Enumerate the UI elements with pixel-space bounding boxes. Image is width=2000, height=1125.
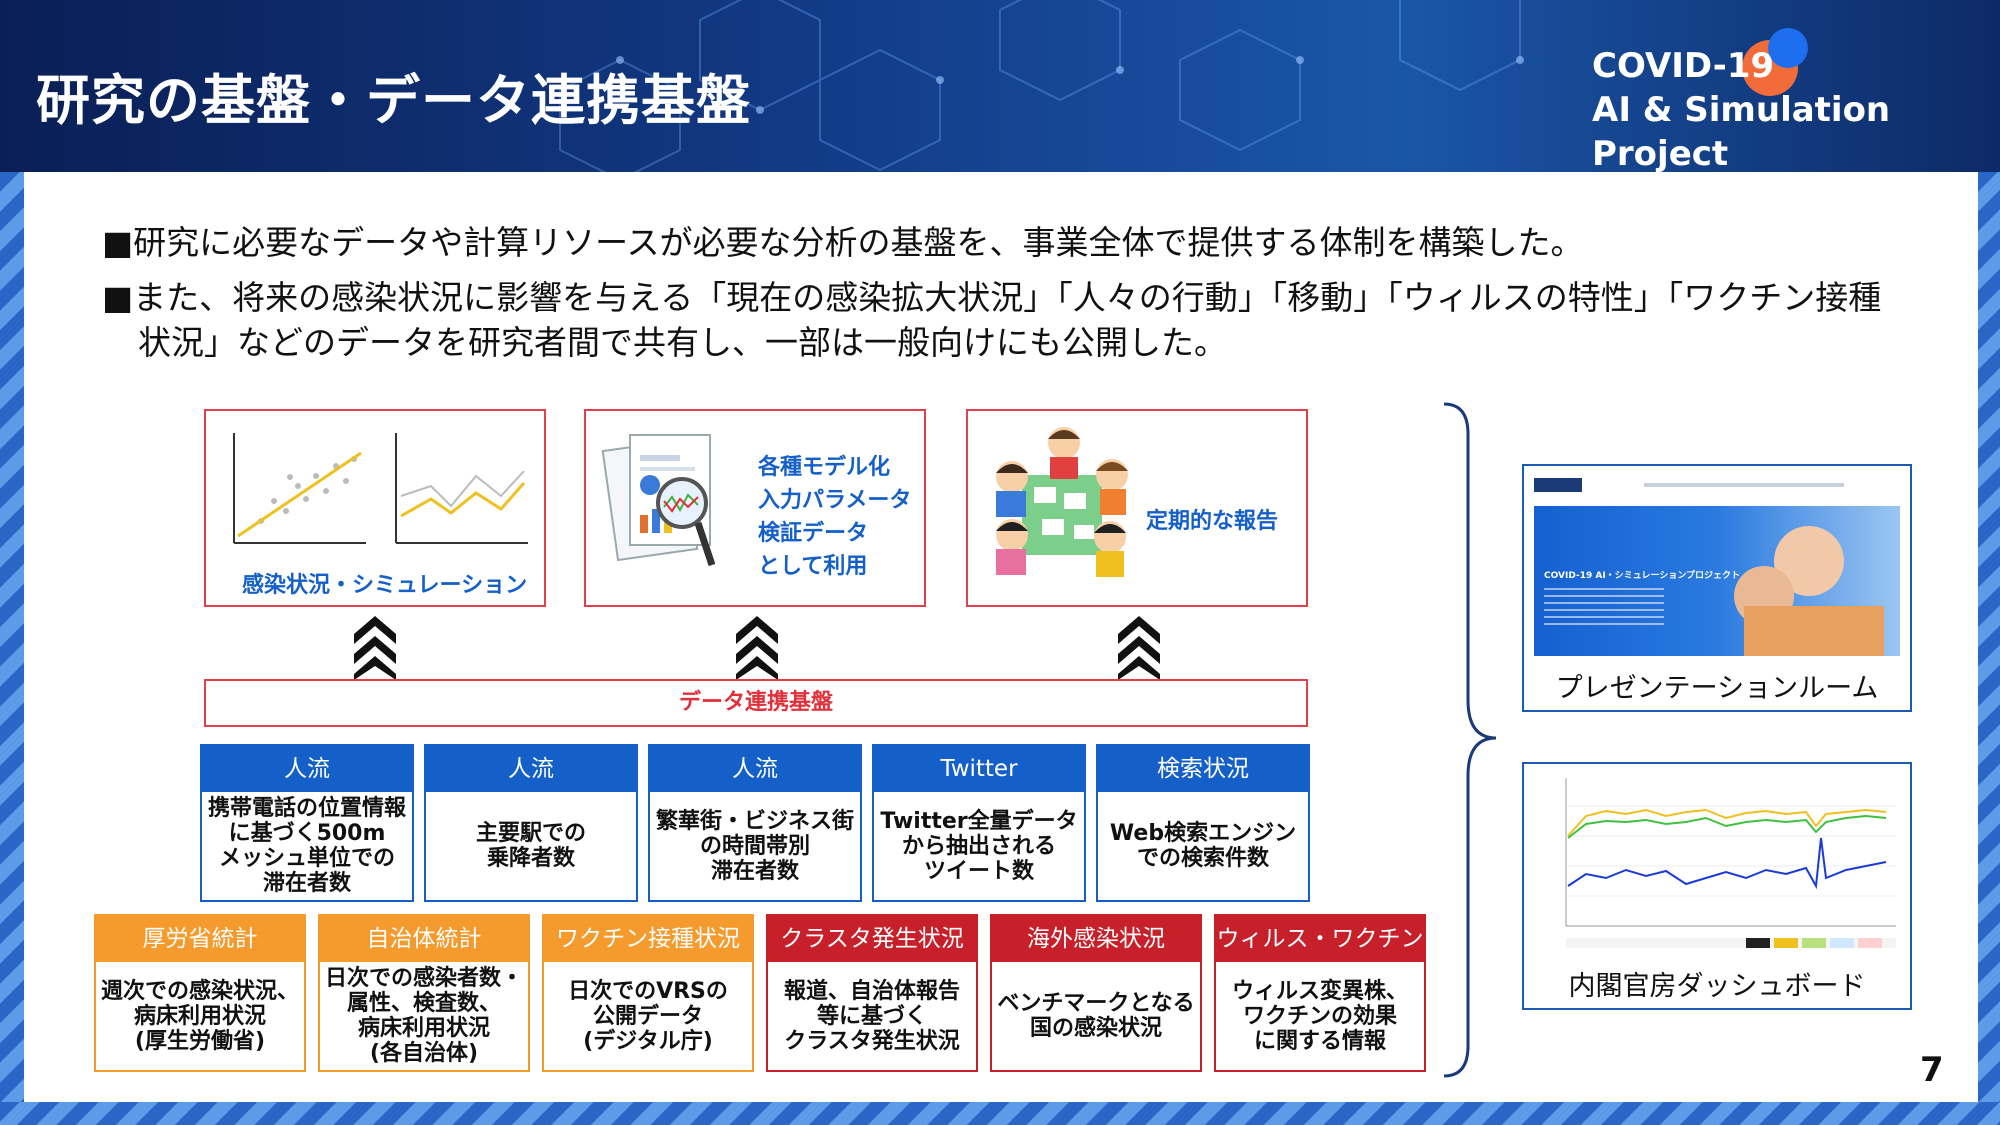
site-logo <box>1534 478 1582 492</box>
source-card-header: 人流 <box>650 746 860 792</box>
source-card-body: Twitter全量データ から抽出される ツイート数 <box>880 808 1078 884</box>
header-banner: 研究の基盤・データ連携基盤 COVID-19 AI & Simulation P… <box>0 0 2000 172</box>
presentation-room-thumbnail[interactable]: COVID-19 AI・シミュレーションプロジェクト プレゼンテーションルーム <box>1522 464 1912 712</box>
dashboard-thumbnail[interactable]: 内閣官房ダッシュボード <box>1522 762 1912 1010</box>
source-card: 人流 携帯電話の位置情報 に基づく500m メッシュ単位での 滞在者数 <box>200 744 414 902</box>
source-card: ウィルス・ワクチン ウィルス変異株、 ワクチンの効果 に関する情報 <box>1214 914 1426 1072</box>
brand-line-1: COVID-19 <box>1592 46 1775 86</box>
simulation-box: 感染状況・シミュレーション <box>204 409 546 607</box>
source-card: クラスタ発生状況 報道、自治体報告 等に基づく クラスタ発生状況 <box>766 914 978 1072</box>
source-card-header: Twitter <box>874 746 1084 792</box>
source-card-body: ウィルス変異株、 ワクチンの効果 に関する情報 <box>1231 978 1408 1054</box>
source-card: 検索状況 Web検索エンジン での検索件数 <box>1096 744 1310 902</box>
right-stripe-decoration <box>1978 172 2000 1125</box>
source-card-body: Web検索エンジン での検索件数 <box>1109 821 1297 871</box>
source-card-header: クラスタ発生状況 <box>768 916 976 962</box>
site-nav-bar <box>1534 478 1900 494</box>
source-card-header: 人流 <box>426 746 636 792</box>
project-logo-text: COVID-19 AI & Simulation Project <box>1592 44 2000 172</box>
scatter-and-line-chart-icon <box>233 433 528 544</box>
source-card-body: 週次での感染状況、 病床利用状況 (厚生労働省) <box>100 978 299 1054</box>
site-menu <box>1644 483 1844 487</box>
report-box: 定期的な報告 <box>966 409 1308 607</box>
bottom-stripe-decoration <box>0 1102 2000 1125</box>
chevron-up-icon <box>1118 616 1160 680</box>
bullet-2-line-1: ■また、将来の感染状況に影響を与える「現在の感染拡大状況」「人々の行動」「移動」… <box>102 278 1882 317</box>
source-card-body: 携帯電話の位置情報 に基づく500m メッシュ単位での 滞在者数 <box>207 796 406 896</box>
hero-text-lines <box>1544 588 1664 628</box>
bullet-2: ■また、将来の感染状況に影響を与える「現在の感染拡大状況」「人々の行動」「移動」… <box>102 275 1902 365</box>
source-card: 人流 繁華街・ビジネス街 の時間帯別 滞在者数 <box>648 744 862 902</box>
simulation-label: 感染状況・シミュレーション <box>242 573 528 598</box>
chevron-up-icon <box>736 616 778 680</box>
report-label: 定期的な報告 <box>1146 509 1279 534</box>
dashboard-caption: 内閣官房ダッシュボード <box>1568 971 1866 1002</box>
source-card-body: 繁華街・ビジネス街 の時間帯別 滞在者数 <box>655 808 854 884</box>
dashboard-line-chart <box>1565 778 1896 948</box>
page-title: 研究の基盤・データ連携基盤 <box>36 69 751 132</box>
source-card: ワクチン接種状況 日次でのVRSの 公開データ (デジタル庁) <box>542 914 754 1072</box>
source-card-header: ワクチン接種状況 <box>544 916 752 962</box>
data-platform-bar: データ連携基盤 <box>204 679 1308 727</box>
source-card: 人流 主要駅での 乗降者数 <box>424 744 638 902</box>
model-use-item: として利用 <box>758 554 868 579</box>
source-card-header: 海外感染状況 <box>992 916 1200 962</box>
source-card-header: 厚労省統計 <box>96 916 304 962</box>
source-card: 海外感染状況 ベンチマークとなる 国の感染状況 <box>990 914 1202 1072</box>
left-stripe-decoration <box>0 172 24 1125</box>
chevron-up-icon <box>354 616 396 680</box>
bullet-2-line-2: 状況」などのデータを研究者間で共有し、一部は一般向けにも公開した。 <box>138 323 1227 362</box>
source-card-header: 自治体統計 <box>320 916 528 962</box>
source-card-body: 主要駅での 乗降者数 <box>475 821 586 871</box>
source-card-body: 日次での感染者数・ 属性、検査数、 病床利用状況 (各自治体) <box>324 966 523 1066</box>
meeting-people-icon <box>996 427 1128 577</box>
model-input-box: 各種モデル化 入力パラメータ 検証データ として利用 <box>584 409 926 607</box>
bullet-1: ■研究に必要なデータや計算リソースが必要な分析の基盤を、事業全体で提供する体制を… <box>102 223 1584 262</box>
source-card: 自治体統計 日次での感染者数・ 属性、検査数、 病床利用状況 (各自治体) <box>318 914 530 1072</box>
right-brace-icon <box>1443 402 1497 1078</box>
brand-line-2: AI & Simulation Project <box>1592 90 1891 172</box>
model-use-item: 各種モデル化 <box>758 455 891 480</box>
hex-network-decoration <box>559 0 1524 172</box>
source-card-header: 検索状況 <box>1098 746 1308 792</box>
source-card-body: ベンチマークとなる 国の感染状況 <box>997 991 1195 1041</box>
source-card-body: 日次でのVRSの 公開データ (デジタル庁) <box>568 978 728 1054</box>
source-card: Twitter Twitter全量データ から抽出される ツイート数 <box>872 744 1086 902</box>
source-card-header: ウィルス・ワクチン <box>1216 916 1424 962</box>
page-number: 7 <box>1920 1050 1944 1090</box>
source-card-body: 報道、自治体報告 等に基づく クラスタ発生状況 <box>783 978 960 1054</box>
report-magnifier-icon <box>601 434 716 567</box>
source-card: 厚労省統計 週次での感染状況、 病床利用状況 (厚生労働省) <box>94 914 306 1072</box>
presentation-room-caption: プレゼンテーションルーム <box>1555 673 1879 704</box>
source-card-header: 人流 <box>202 746 412 792</box>
logo-blue-circle <box>1768 28 1808 68</box>
hero-title: COVID-19 AI・シミュレーションプロジェクト <box>1544 571 1741 581</box>
model-use-item: 入力パラメータ <box>758 488 912 513</box>
hero-clothing <box>1744 606 1884 656</box>
model-use-list: 各種モデル化 入力パラメータ 検証データ として利用 <box>758 451 911 583</box>
model-use-item: 検証データ <box>758 521 869 546</box>
hero-image: COVID-19 AI・シミュレーションプロジェクト <box>1534 506 1900 656</box>
